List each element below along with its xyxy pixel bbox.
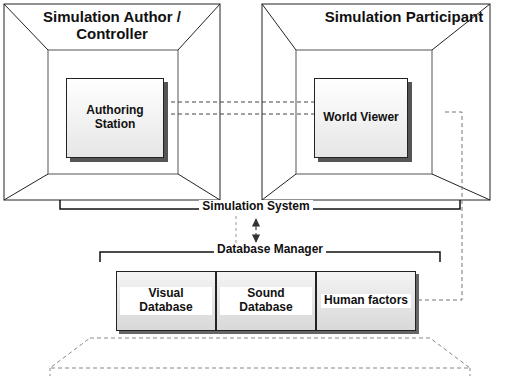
monitor-outline: Simulation Author / ControllerAuthoring … [4,4,220,200]
node-label: Database Manager [214,243,326,257]
monitor-face [48,50,178,174]
database-box: Sound Database [216,271,316,331]
station-box: Authoring Station [66,78,164,158]
node-label: Authoring Station [70,104,160,132]
monitor-frame [262,4,490,200]
node-label: Visual Database [120,287,212,315]
database-box: Visual Database [116,271,216,331]
monitor-heading: Simulation Author / Controller [24,8,200,43]
node-label: Sound Database [220,287,312,315]
platform [50,338,470,368]
connector [164,102,314,114]
node-label: World Viewer [323,111,399,125]
connector [255,219,256,242]
node-label: Simulation System [199,200,312,214]
node-label: Human factors [321,294,411,308]
database-box: Human factors [316,271,416,331]
monitor-face [296,50,432,174]
manager-band: Database ManagerVisual Database Sound Dat… [90,243,450,335]
monitor-heading: Simulation Participant [322,8,486,25]
station-box: World Viewer [314,78,408,158]
system-band: Simulation System [190,200,322,218]
monitor-outline: Simulation ParticipantWorld Viewer [262,4,490,200]
